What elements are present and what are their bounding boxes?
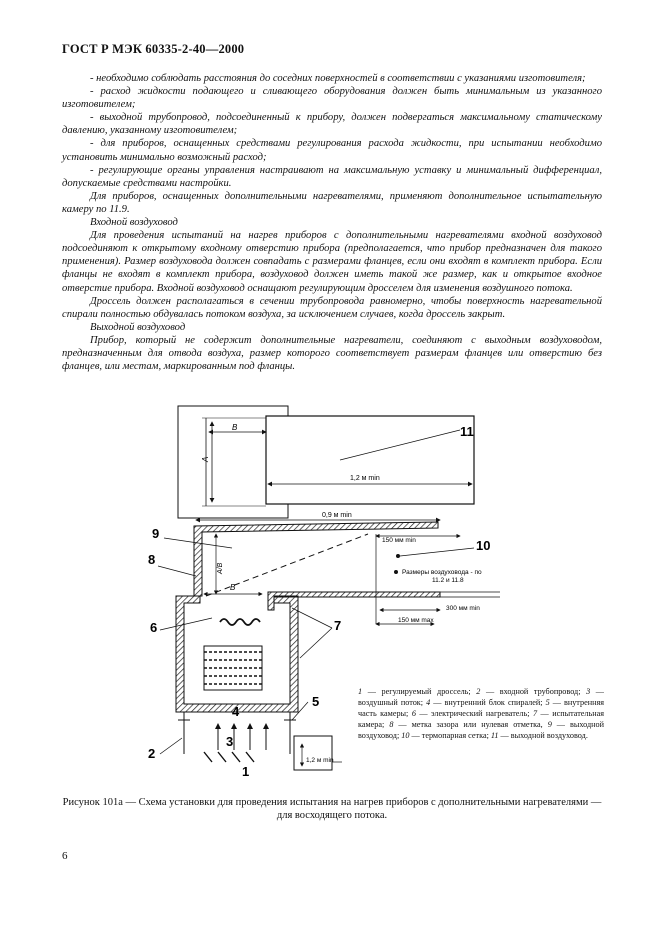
electric-heater [219, 618, 261, 626]
document-header: ГОСТ Р МЭК 60335-2-40—2000 [62, 42, 245, 56]
label-7: 7 [334, 618, 341, 633]
test-chamber [175, 595, 299, 713]
legend-item: 8 — метка зазора или нулевая отметка, [389, 720, 548, 729]
figure-caption: Рисунок 101а — Схема установки для прове… [62, 797, 602, 821]
legend-item: 11 — выходной воздуховод. [490, 731, 588, 740]
paragraph: Для приборов, оснащенных дополнительными… [62, 190, 602, 215]
label-11: 11 [460, 424, 474, 439]
legend-item: 7 — испытательная камера; [358, 709, 605, 729]
dim-150max-label: 150 мм max [398, 617, 434, 624]
paragraph: - для приборов, оснащенных средствами ре… [62, 138, 602, 163]
dim-b2-label: B [230, 583, 236, 592]
section-heading: Выходной воздуховод [90, 321, 186, 333]
dim-1-2b-label: 1,2 м min [306, 757, 334, 764]
legend-item: 9 — выходной воздуховод; [358, 720, 604, 740]
label-6: 6 [150, 620, 157, 635]
size-note-line1: Размеры воздуховода - по [402, 569, 482, 576]
label-3: 3 [226, 734, 233, 749]
label-2: 2 [148, 746, 155, 761]
label-9: 9 [152, 526, 159, 541]
paragraph: Для проведения испытаний на нагрев прибо… [62, 230, 602, 294]
dim-1-2-label: 1,2 м min [350, 475, 380, 482]
dim-150min-label: 150 мм min [382, 537, 416, 544]
body-text: - необходимо соблюдать расстояния до сос… [62, 72, 602, 373]
dim-0-9-label: 0,9 м min [322, 512, 352, 519]
size-note-line2: 11.2 и 11.8 [432, 577, 464, 584]
label-4: 4 [232, 704, 240, 719]
legend-item: 6 — электрический нагреватель; [411, 709, 533, 718]
legend-item: 3 — воздушный поток; [358, 687, 604, 707]
section-heading: Входной воздуховод [90, 217, 178, 229]
label-1: 1 [242, 764, 249, 779]
label-10: 10 [476, 538, 490, 553]
coil-block [203, 645, 263, 691]
dim-a-label: A [201, 457, 210, 463]
paragraph: Дроссель должен располагаться в сечении … [62, 295, 602, 320]
test-setup-diagram: B A 1,2 м min 11 0,9 м min 9 8 A/B 150 м… [148, 405, 500, 779]
dim-b-label: B [232, 423, 238, 432]
paragraph: - расход жидкости подающего и сливающего… [62, 86, 602, 111]
legend-item: 1 — регулируемый дроссель; [358, 687, 477, 696]
label-8: 8 [148, 552, 155, 567]
page-number: 6 [62, 850, 68, 862]
paragraph: - регулирующие органы управления настраи… [62, 164, 602, 189]
figure-101a: B A 1,2 м min 11 0,9 м min 9 8 A/B 150 м… [120, 398, 620, 798]
legend-item: 4 — внутренний блок спиралей; [426, 698, 546, 707]
paragraph: - необходимо соблюдать расстояния до сос… [90, 73, 586, 84]
legend-item: 5 — внутренняя часть камеры; [358, 698, 604, 718]
outlet-duct-box [177, 405, 475, 519]
paragraph: - выходной трубопровод, подсоединенный к… [62, 112, 602, 137]
legend-item: 10 — термопарная сетка; [401, 731, 491, 740]
legend-item: 2 — входной трубопровод; [476, 687, 587, 696]
adjustable-damper [203, 751, 255, 763]
dim-300-label: 300 мм min [446, 605, 480, 612]
label-5: 5 [312, 694, 319, 709]
figure-legend: 1 — регулируемый дроссель; 2 — входной т… [358, 686, 604, 741]
dim-ab-label: A/B [217, 562, 224, 575]
paragraph: Прибор, который не содержит дополнительн… [62, 334, 602, 373]
